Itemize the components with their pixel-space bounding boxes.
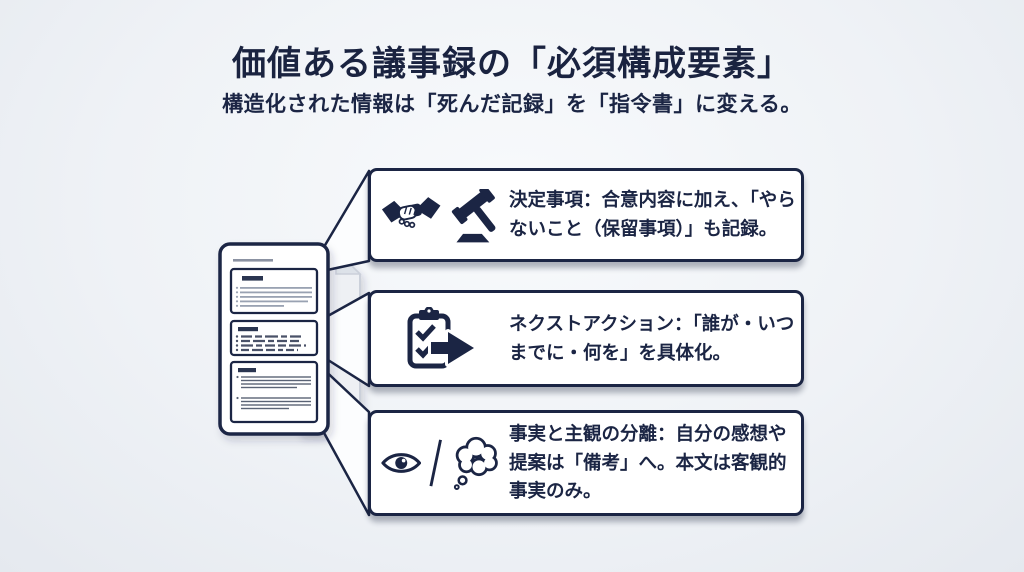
callout-decisions-icons xyxy=(381,185,501,245)
doc-section-remarks xyxy=(229,360,319,424)
page-title: 価値ある議事録の「必須構成要素」 xyxy=(232,45,792,83)
eye-icon xyxy=(381,453,422,473)
callout-next-actions-text: ネクストアクション：「誰が・いつまでに・何を」を具体化。 xyxy=(509,312,795,363)
callout-decisions: 決定事項：合意内容に加え、「やらないこと（保留事項）」も記録。 xyxy=(368,168,804,262)
doc-title-line xyxy=(233,259,273,262)
callout-fact-vs-opinion-text: 事実と主観の分離：自分の感想や提案は「備考」へ。本文は客観的事実のみ。 xyxy=(509,422,787,502)
callout-fact-vs-opinion: 事実と主観の分離：自分の感想や提案は「備考」へ。本文は客観的事実のみ。 xyxy=(368,410,804,516)
page-subtitle: 構造化された情報は「死んだ記録」を「指令書」に変える。 xyxy=(222,93,802,116)
callout-decisions-text: 決定事項：合意内容に加え、「やらないこと（保留事項）」も記録。 xyxy=(509,189,796,239)
connectors xyxy=(315,169,371,517)
slash-divider xyxy=(429,439,443,487)
callout-next-actions-icons xyxy=(381,306,501,371)
clipboard-checklist-icon xyxy=(407,306,477,368)
thought-bubble-icon xyxy=(453,436,498,490)
doc-section-decisions xyxy=(229,267,319,315)
callout-next-actions: ネクストアクション：「誰が・いつまでに・何を」を具体化。 xyxy=(368,290,804,387)
doc-section-next-actions xyxy=(229,319,319,357)
gavel-icon xyxy=(452,189,496,243)
minutes-document xyxy=(218,242,330,436)
handshake-icon xyxy=(381,197,441,229)
callout-fact-vs-opinion-icons xyxy=(381,434,501,492)
arrow-right-icon xyxy=(428,328,477,367)
